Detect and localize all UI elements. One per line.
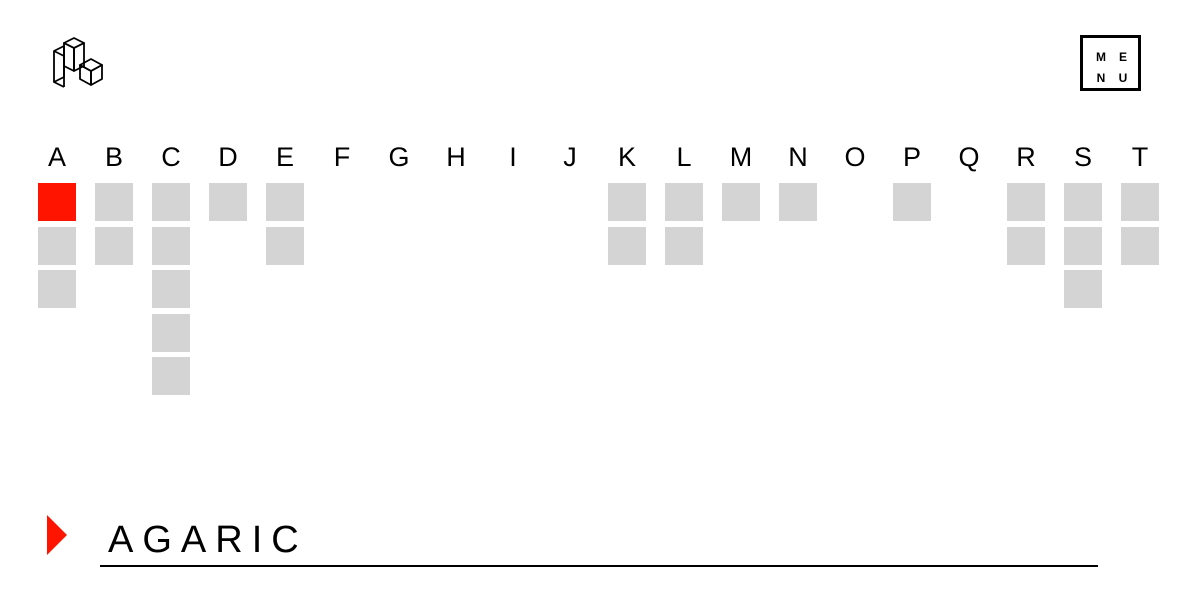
entry-cell[interactable]: [209, 183, 247, 221]
play-triangle-icon: [47, 515, 67, 555]
letter-b[interactable]: B: [104, 142, 123, 172]
entry-cell[interactable]: [665, 183, 703, 221]
entry-cell[interactable]: [1064, 270, 1102, 308]
entry-cell[interactable]: [779, 183, 817, 221]
letter-column-l: L: [665, 140, 703, 265]
title-underline: [100, 565, 1098, 567]
letter-e[interactable]: E: [275, 142, 294, 172]
letter-column-i: I: [494, 140, 532, 174]
entry-cell[interactable]: [266, 183, 304, 221]
entry-cell[interactable]: [152, 313, 190, 352]
entry-cell[interactable]: [152, 226, 190, 265]
menu-letter: E: [1118, 50, 1127, 64]
selected-entry-title: AGARIC: [108, 519, 308, 561]
letter-k[interactable]: K: [617, 142, 636, 172]
entry-cell[interactable]: [1121, 183, 1159, 221]
alphabet-index: A B C D E F G H I J K L M N O P Q R S T: [38, 140, 1159, 395]
entry-cell[interactable]: [893, 183, 931, 221]
letter-column-r: R: [1007, 140, 1045, 265]
letter-column-p: P: [893, 140, 931, 221]
letter-column-h: H: [437, 140, 475, 174]
entry-cell[interactable]: [38, 226, 76, 265]
letter-n[interactable]: N: [788, 142, 808, 172]
letter-c[interactable]: C: [161, 142, 181, 172]
entry-cell[interactable]: [95, 226, 133, 265]
menu-letter: U: [1118, 71, 1128, 85]
letter-column-f: F: [323, 140, 361, 174]
letter-column-t: T: [1121, 140, 1159, 265]
letter-column-g: G: [380, 140, 418, 174]
entry-cell[interactable]: [95, 183, 133, 221]
entry-cell[interactable]: [1007, 226, 1045, 265]
letter-p[interactable]: P: [902, 142, 921, 172]
letter-column-n: N: [779, 140, 817, 221]
menu-letter: M: [1096, 50, 1106, 64]
letter-column-e: E: [266, 140, 304, 265]
entry-cell[interactable]: [608, 183, 646, 221]
entry-cell[interactable]: [1064, 226, 1102, 265]
entry-cell[interactable]: [152, 357, 190, 395]
letter-g[interactable]: G: [388, 142, 410, 172]
entry-cell[interactable]: [722, 183, 760, 221]
letter-column-d: D: [209, 140, 247, 221]
stacked-cubes-icon: [53, 37, 103, 88]
letter-l[interactable]: L: [676, 142, 692, 172]
letter-f[interactable]: F: [333, 142, 351, 172]
letter-column-k: K: [608, 140, 646, 265]
letter-m[interactable]: M: [729, 142, 753, 172]
selected-entry: AGARIC: [0, 505, 1200, 575]
letter-column-q: Q: [950, 140, 988, 174]
entry-cell[interactable]: [38, 270, 76, 308]
letter-s[interactable]: S: [1073, 142, 1092, 172]
entry-cell[interactable]: [1064, 183, 1102, 221]
letter-r[interactable]: R: [1016, 142, 1036, 172]
entry-cell[interactable]: [608, 226, 646, 265]
letter-o[interactable]: O: [844, 142, 866, 172]
entry-cell[interactable]: [1121, 226, 1159, 265]
menu-letter: N: [1096, 71, 1106, 85]
letter-column-j: J: [551, 140, 589, 174]
entry-cell[interactable]: [266, 226, 304, 265]
menu-button[interactable]: M E N U: [1080, 35, 1141, 91]
entry-cell-active[interactable]: [38, 183, 76, 221]
letter-i[interactable]: I: [509, 142, 517, 172]
letter-column-a: A: [38, 140, 76, 308]
entry-cell[interactable]: [1007, 183, 1045, 221]
letter-q[interactable]: Q: [958, 142, 980, 172]
letter-a[interactable]: A: [47, 142, 66, 172]
entry-cell[interactable]: [152, 183, 190, 221]
logo[interactable]: [50, 35, 106, 91]
entry-cell[interactable]: [152, 270, 190, 308]
letter-column-m: M: [722, 140, 760, 221]
letter-j[interactable]: J: [563, 142, 577, 172]
letter-column-c: C: [152, 140, 190, 395]
letter-column-s: S: [1064, 140, 1102, 308]
letter-d[interactable]: D: [218, 142, 238, 172]
letter-column-b: B: [95, 140, 133, 265]
letter-column-o: O: [836, 140, 874, 174]
entry-cell[interactable]: [665, 226, 703, 265]
letter-t[interactable]: T: [1131, 142, 1149, 172]
letter-h[interactable]: H: [446, 142, 466, 172]
